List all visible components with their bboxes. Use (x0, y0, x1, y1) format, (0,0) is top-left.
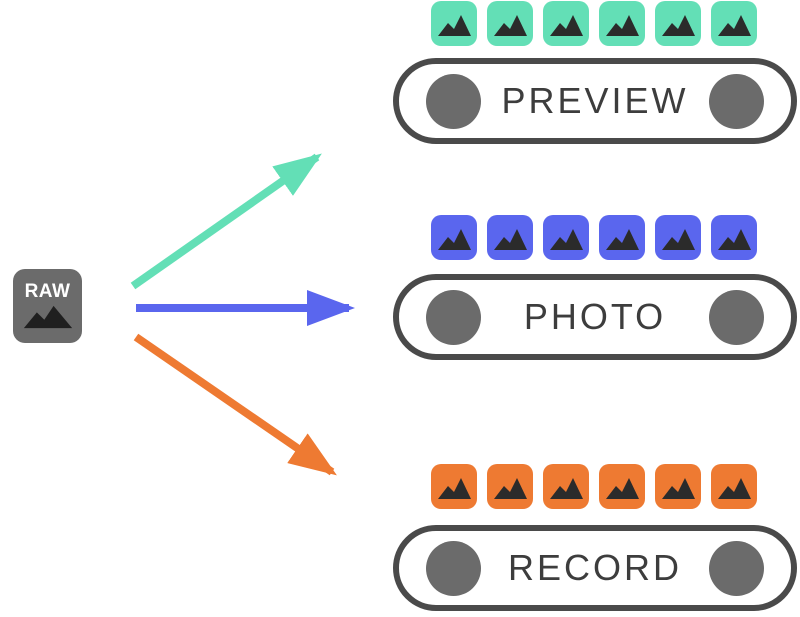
reel-circle-left (426, 540, 481, 596)
mountains-icon (655, 464, 701, 509)
photo-label: PHOTO (523, 296, 667, 337)
mountains-icon (431, 1, 477, 46)
preview-frame-icon (431, 1, 477, 46)
mountains-icon (543, 1, 589, 46)
mountains-icon (711, 215, 757, 260)
photo-frame-icon (431, 215, 477, 260)
photo-frame-icon (487, 215, 533, 260)
reel-circle-right (709, 73, 764, 129)
record-frame-icon (599, 464, 645, 509)
arrow-to-record (133, 333, 337, 476)
reel-circle-right (708, 289, 764, 345)
reel-circle-left (426, 289, 481, 345)
raw-source: RAW (13, 269, 82, 343)
mountains-icon (599, 215, 645, 260)
mountains-icon (711, 1, 757, 46)
photo-frame-icon (543, 215, 589, 260)
record-frame-icon (655, 464, 701, 509)
mountains-icon (487, 1, 533, 46)
record-frame-icon (711, 464, 757, 509)
preview-frame-row (431, 1, 757, 46)
photo-frame-icon (599, 215, 645, 260)
photo-frame-icon (655, 215, 701, 260)
mountains-icon (711, 464, 757, 509)
mountains-icon (487, 215, 533, 260)
mountains-icon (23, 305, 72, 329)
preview-frame-icon (711, 1, 757, 46)
arrow-to-preview (130, 153, 322, 290)
preview-frame-icon (543, 1, 589, 46)
record-pipeline: RECORD (393, 525, 797, 611)
preview-pipeline: PREVIEW (393, 58, 797, 144)
mountains-icon (431, 215, 477, 260)
mountains-icon (599, 464, 645, 509)
mountains-icon (543, 215, 589, 260)
photo-pipeline: PHOTO (393, 274, 797, 360)
mountains-icon (487, 464, 533, 509)
record-label: RECORD (507, 547, 682, 588)
preview-label: PREVIEW (501, 80, 689, 121)
preview-frame-icon (599, 1, 645, 46)
photo-frame-row (431, 215, 757, 260)
reel-circle-right (708, 540, 764, 596)
record-frame-icon (487, 464, 533, 509)
mountains-icon (655, 215, 701, 260)
mountains-icon (655, 1, 701, 46)
photo-frame-icon (711, 215, 757, 260)
mountains-icon (543, 464, 589, 509)
raw-label: RAW (24, 281, 71, 302)
mountains-icon (599, 1, 645, 46)
preview-frame-icon (655, 1, 701, 46)
mountains-icon (431, 464, 477, 509)
record-frame-icon (431, 464, 477, 509)
record-frame-row (431, 464, 757, 509)
record-frame-icon (543, 464, 589, 509)
preview-frame-icon (487, 1, 533, 46)
reel-circle-left (426, 73, 481, 129)
